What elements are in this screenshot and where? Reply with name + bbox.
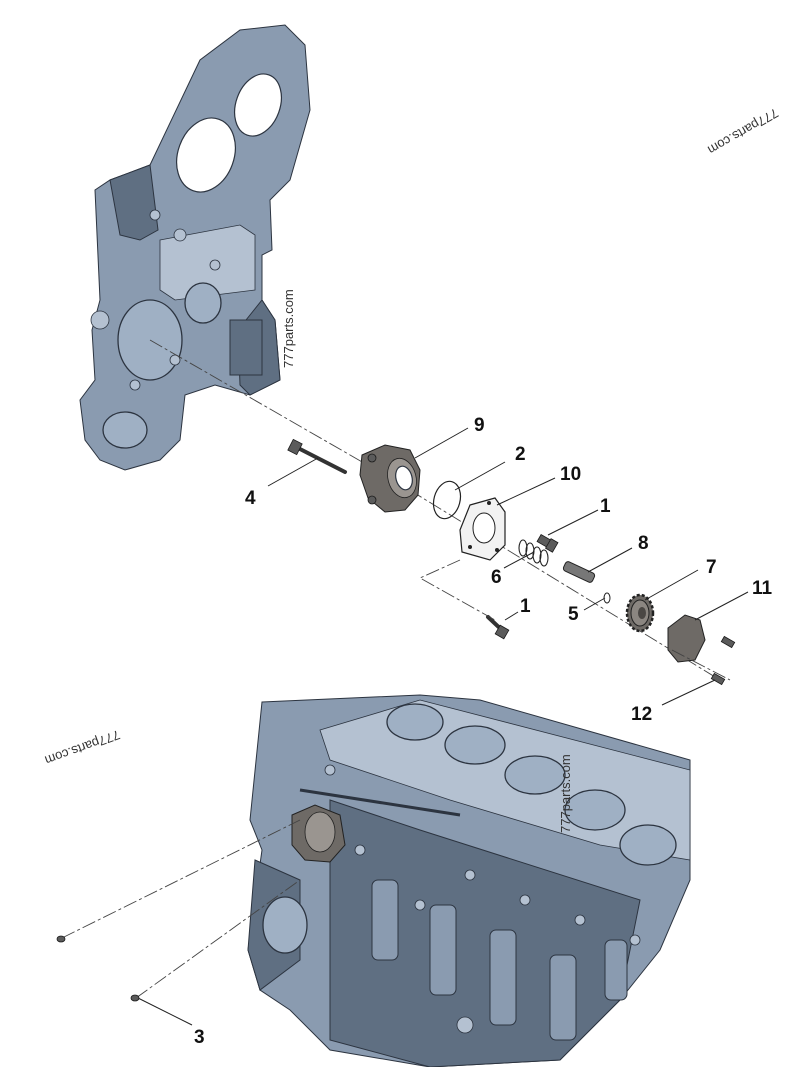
screw-12 [710, 672, 726, 686]
oil-pump-body [359, 444, 421, 513]
plug [56, 935, 140, 1002]
callout-7: 7 [706, 557, 717, 578]
callout-12: 12 [631, 704, 652, 725]
centerline-plug-1 [61, 819, 301, 939]
callout-2: 2 [515, 444, 526, 465]
watermark-housing: 777parts.com [281, 289, 296, 368]
o-ring [432, 480, 462, 520]
watermark-left: 777parts.com [43, 727, 122, 768]
cover [667, 614, 706, 663]
callout-5: 5 [568, 604, 579, 625]
centerline-plug-2 [135, 879, 301, 999]
centerline-upper [149, 339, 391, 479]
bolt-lower [486, 615, 510, 640]
bolt-upper [536, 533, 559, 553]
cylinder-block [247, 694, 691, 1067]
drive-gear [625, 593, 655, 633]
callout-1-upper: 1 [600, 496, 611, 517]
gasket [459, 497, 506, 561]
long-bolt [287, 438, 347, 474]
centerline-bracket [419, 559, 496, 621]
callout-1-lower: 1 [520, 596, 531, 617]
watermark-block: 777parts.com [558, 754, 573, 833]
callout-9: 9 [474, 415, 485, 436]
callout-6: 6 [491, 567, 502, 588]
centerline-pump-axis [389, 477, 721, 681]
watermark-top-right: 777parts.com [705, 105, 781, 157]
screw-right [720, 635, 736, 649]
timing-gear-housing [79, 24, 311, 471]
spring [518, 539, 549, 567]
leader-lines [137, 427, 749, 1026]
callout-4: 4 [245, 488, 256, 509]
callout-11: 11 [752, 578, 773, 599]
callout-10: 10 [560, 464, 581, 485]
shaft [562, 561, 596, 583]
assembled-oil-pump [291, 804, 346, 863]
centerline-right [671, 649, 731, 681]
callout-3: 3 [194, 1027, 205, 1048]
callout-8: 8 [638, 533, 649, 554]
